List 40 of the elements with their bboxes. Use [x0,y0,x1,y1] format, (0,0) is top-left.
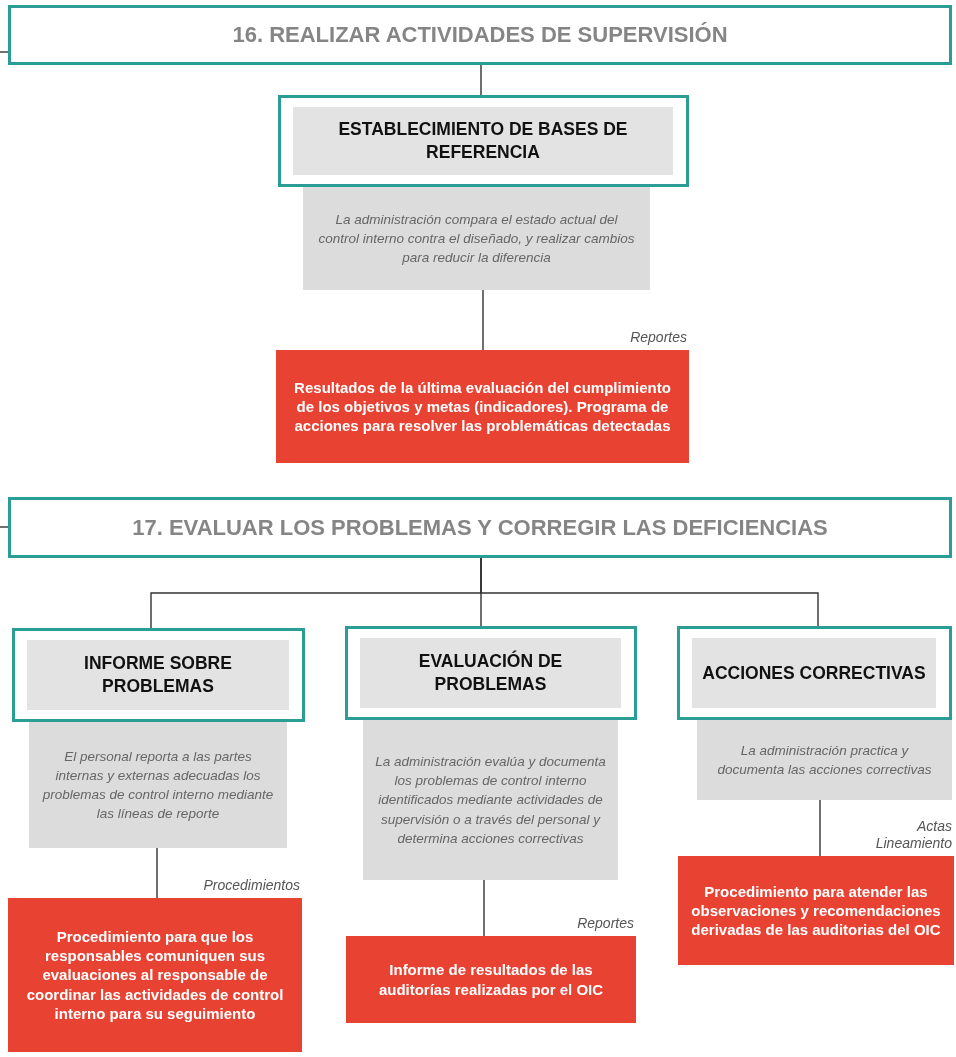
document-type-label: Actas Lineamiento [875,818,952,852]
connector-line [482,289,484,351]
connector-line [480,64,482,96]
heading-panel: ESTABLECIMIENTO DE BASES DE REFERENCIA [293,107,673,175]
output-text: Procedimiento para atender las observaciones y recomendaciones derivadas de las auditorias del OIC [690,881,942,940]
heading-panel: EVALUACIÓN DE PROBLEMAS [360,638,621,708]
connector-line [0,51,9,53]
description-text: La administración compara el estado actual del control interno contra el diseñado, y realizar cambios para reducir la diferencia [317,210,636,268]
heading-frame [345,626,637,720]
output-text: Informe de resultados de las auditorías realizadas por el OIC [377,960,605,999]
output-text: Procedimiento para que los responsables comuniquen sus evaluaciones al responsable de coordinar las actividades de control interno para su seguimiento [25,927,285,1023]
output-text: Resultados de la última evaluación del cumplimiento de los objetivos y metas (indicadores). Programa de acciones para resolver las problemáticas detectadas [293,377,672,436]
description-text: La administración evalúa y documenta los problemas de control interno identificados mediante actividades de supervisión o a través del personal y determina acciones correctivas [375,753,606,848]
heading-panel: ACCIONES CORRECTIVAS [692,638,936,708]
section-title: 17. EVALUAR LOS PROBLEMAS Y CORREGIR LAS DEFICIENCIAS [132,514,828,541]
description-box [363,720,618,880]
document-type-label: Reportes [630,329,687,346]
document-type-label: Reportes [577,915,634,932]
description-box [29,722,287,848]
heading-frame [12,628,305,722]
description-text: La administración practica y documenta las acciones correctivas [716,741,933,779]
section-title: 16. REALIZAR ACTIVIDADES DE SUPERVISIÓN [232,22,728,48]
document-type-label: Procedimientos [203,877,300,894]
section-header-box [8,497,952,558]
output-box [276,350,689,463]
output-box [8,898,302,1052]
heading-frame [677,626,952,720]
description-box [697,720,952,800]
heading-panel: INFORME SOBRE PROBLEMAS [27,640,289,710]
connector-line [156,847,158,899]
connector-line [483,879,485,937]
connector-line [819,799,821,857]
section-header-box [8,5,952,65]
connector-line [0,526,9,528]
heading-frame [278,95,689,187]
description-box [303,187,650,290]
output-box [346,936,636,1023]
connector-line [480,557,819,627]
description-text: El personal reporta a las partes internas y externas adecuadas los problemas de control interno mediante las líneas de reporte [41,747,275,824]
output-box [678,856,954,965]
